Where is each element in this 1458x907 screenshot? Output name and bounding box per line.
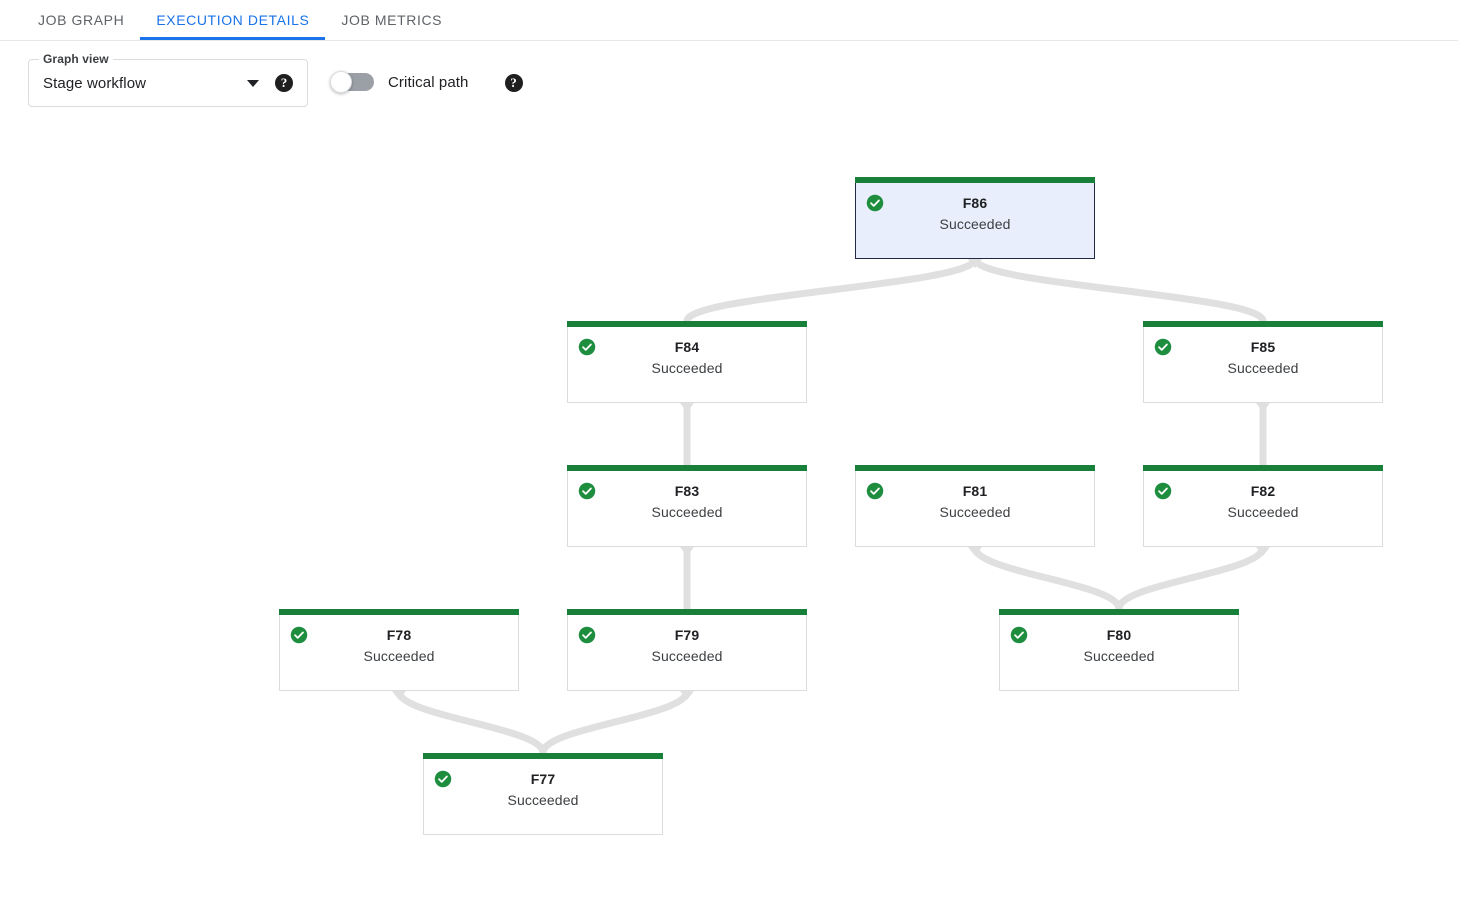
critical-path-label: Critical path — [388, 73, 469, 91]
tab-job-graph[interactable]: JOB GRAPH — [22, 0, 140, 40]
node-status-bar — [567, 321, 807, 327]
edge-origin-flare — [392, 691, 406, 700]
success-check-icon — [1154, 482, 1172, 500]
critical-path-control: Critical path ? — [330, 71, 523, 93]
success-check-icon — [1154, 338, 1172, 356]
node-status-bar — [423, 753, 663, 759]
node-status-bar — [999, 609, 1239, 615]
edge-origin-flare — [968, 259, 982, 268]
node-status-bar — [1143, 321, 1383, 327]
node-title: F82 — [1250, 483, 1276, 499]
edge-origin-flare — [680, 547, 694, 556]
tab-execution-details[interactable]: EXECUTION DETAILS — [140, 0, 326, 40]
help-icon-critical-path[interactable]: ? — [504, 73, 523, 92]
graph-edge-f86-to-f84 — [683, 255, 979, 325]
node-title: F86 — [962, 195, 988, 211]
node-status-bar — [567, 609, 807, 615]
node-status-bar — [279, 609, 519, 615]
graph-edge-f79-to-f77 — [539, 687, 691, 757]
node-status-text: Succeeded — [1083, 648, 1155, 664]
node-status-text: Succeeded — [1227, 504, 1299, 520]
node-status-bar — [855, 465, 1095, 471]
node-title: F77 — [530, 771, 556, 787]
success-check-icon — [578, 482, 596, 500]
node-status-text: Succeeded — [651, 648, 723, 664]
tab-job-metrics[interactable]: JOB METRICS — [325, 0, 458, 40]
graph-edge-f81-to-f80 — [971, 543, 1123, 613]
success-check-icon — [434, 770, 452, 788]
tab-bar: JOB GRAPH EXECUTION DETAILS JOB METRICS — [0, 0, 1458, 41]
node-status-text: Succeeded — [651, 504, 723, 520]
success-check-icon — [290, 626, 308, 644]
graph-view-select[interactable]: Graph view Stage workflow ? — [28, 52, 308, 107]
node-title: F78 — [386, 627, 412, 643]
edge-origin-flare — [968, 547, 982, 556]
node-title: F85 — [1250, 339, 1276, 355]
node-status-text: Succeeded — [363, 648, 435, 664]
success-check-icon — [866, 194, 884, 212]
success-check-icon — [1010, 626, 1028, 644]
graph-view-value: Stage workflow — [43, 74, 147, 92]
edge-origin-flare — [680, 691, 694, 700]
node-status-bar — [567, 465, 807, 471]
node-status-bar — [1143, 465, 1383, 471]
node-title: F83 — [674, 483, 700, 499]
node-status-text: Succeeded — [651, 360, 723, 376]
graph-edge-f86-to-f85 — [971, 255, 1267, 325]
help-icon-graph-view[interactable]: ? — [275, 74, 293, 92]
graph-edge-f82-to-f80 — [1115, 543, 1267, 613]
node-status-text: Succeeded — [507, 792, 579, 808]
graph-toolbar: Graph view Stage workflow ? Critical pat… — [0, 41, 1458, 121]
success-check-icon — [578, 338, 596, 356]
critical-path-toggle[interactable] — [330, 71, 374, 93]
node-title: F79 — [674, 627, 700, 643]
edge-origin-flare — [968, 259, 982, 268]
node-status-text: Succeeded — [939, 216, 1011, 232]
chevron-down-icon[interactable] — [247, 79, 259, 87]
success-check-icon — [866, 482, 884, 500]
edge-origin-flare — [1256, 403, 1270, 412]
edge-origin-flare — [1256, 547, 1270, 556]
node-status-text: Succeeded — [1227, 360, 1299, 376]
edge-origin-flare — [680, 403, 694, 412]
tab-job-metrics-label: JOB METRICS — [341, 12, 443, 28]
toggle-knob — [330, 71, 352, 93]
node-status-text: Succeeded — [939, 504, 1011, 520]
graph-view-legend: Graph view — [39, 52, 113, 66]
graph-edge-f78-to-f77 — [395, 687, 547, 757]
tab-job-graph-label: JOB GRAPH — [38, 12, 125, 28]
node-title: F81 — [962, 483, 988, 499]
success-check-icon — [578, 626, 596, 644]
tab-execution-details-label: EXECUTION DETAILS — [156, 12, 310, 28]
node-status-bar — [855, 177, 1095, 183]
node-title: F84 — [674, 339, 700, 355]
node-title: F80 — [1106, 627, 1132, 643]
